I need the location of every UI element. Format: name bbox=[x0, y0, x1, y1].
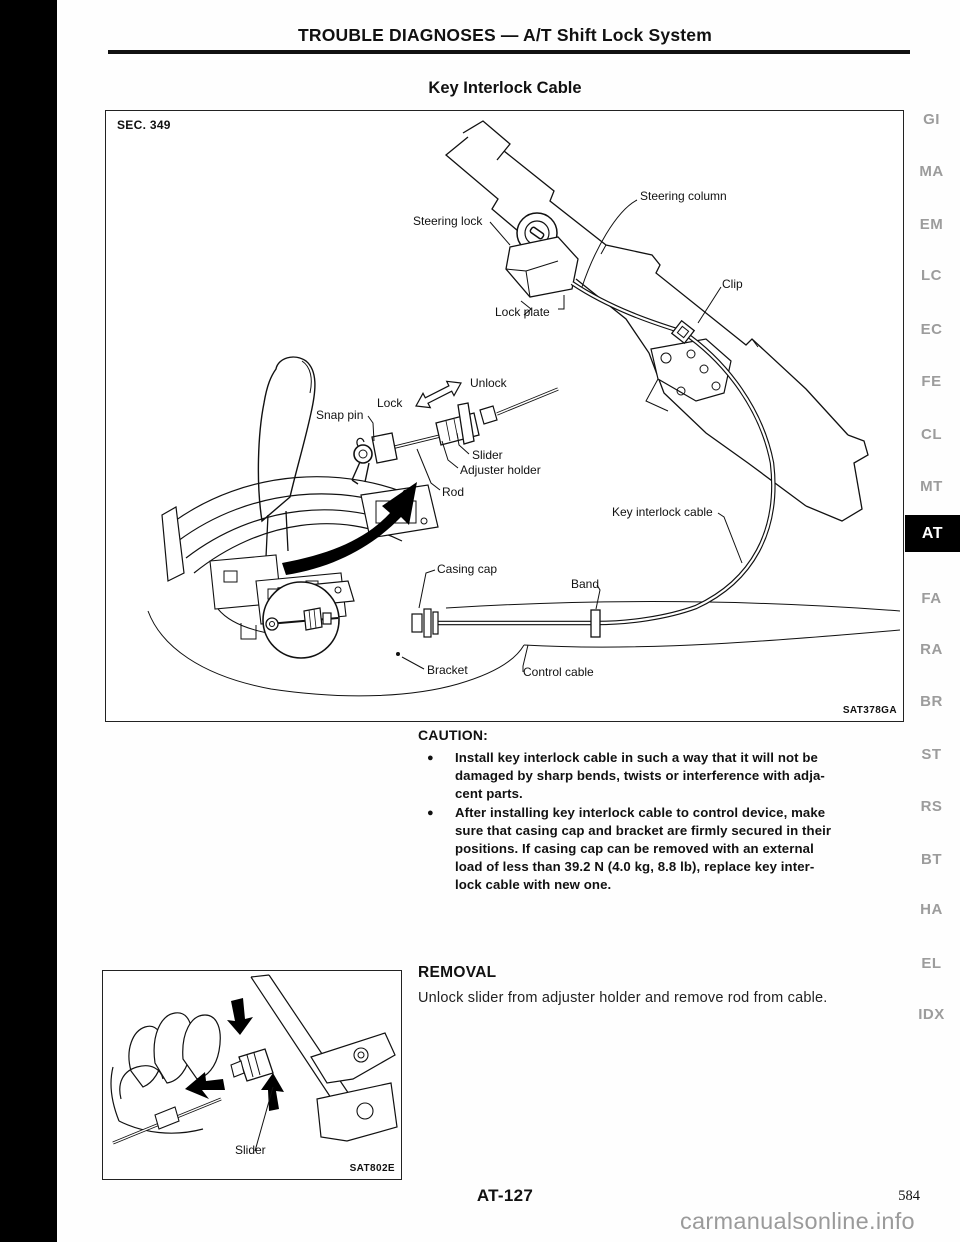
leader-lines bbox=[367, 199, 743, 672]
watermark-text: carmanualsonline.info bbox=[680, 1208, 915, 1234]
figure-ref-code: SAT378GA bbox=[842, 705, 897, 716]
label-slider: Slider bbox=[472, 448, 503, 462]
scan-edge-shadow bbox=[0, 0, 57, 1242]
sidebar-item-idx: IDX bbox=[918, 1006, 945, 1023]
bullet-icon: ● bbox=[427, 752, 434, 764]
lock-unlock-arrow-icon bbox=[415, 380, 462, 409]
sidebar-item-br: BR bbox=[920, 693, 943, 710]
rod-assembly-drawing bbox=[351, 387, 559, 485]
key-interlock-cable-path bbox=[436, 281, 776, 626]
page-footer-code: AT-127 bbox=[476, 1186, 534, 1205]
hand-drawing bbox=[110, 1012, 221, 1134]
caution-line: lock cable with new one. bbox=[455, 877, 612, 893]
sidebar-item-fe: FE bbox=[921, 373, 942, 390]
removal-section: REMOVAL Unlock slider from adjuster hold… bbox=[418, 964, 918, 1006]
label-control-cable: Control cable bbox=[523, 665, 594, 679]
label-steering-column: Steering column bbox=[640, 189, 727, 203]
label-lock-plate: Lock plate bbox=[495, 305, 550, 319]
sidebar-item-rs: RS bbox=[920, 798, 943, 815]
sidebar-item-ha: HA bbox=[920, 901, 943, 918]
sidebar-item-fa: FA bbox=[921, 590, 942, 607]
caution-bullet-1: ● Install key interlock cable in such a … bbox=[418, 749, 918, 804]
cable-slider-drawing bbox=[112, 1048, 274, 1145]
sidebar-item-ec: EC bbox=[920, 321, 943, 338]
sidebar-item-st: ST bbox=[921, 746, 942, 763]
label-removal-slider: Slider bbox=[235, 1143, 266, 1157]
slider-removal-diagram bbox=[110, 974, 398, 1152]
label-band: Band bbox=[571, 577, 600, 591]
sidebar-item-gi: GI bbox=[923, 111, 940, 128]
clip-drawing bbox=[670, 319, 696, 345]
bullet-icon: ● bbox=[427, 806, 434, 819]
sidebar-item-em: EM bbox=[919, 216, 944, 233]
section-index-sidebar: GI MA EM LC EC FE CL MT AT FA RA BR ST R… bbox=[903, 0, 960, 1242]
figure-ref-code: SAT802E bbox=[349, 1163, 395, 1174]
bracket-point-dot bbox=[396, 652, 400, 656]
label-casing-cap: Casing cap bbox=[437, 562, 498, 576]
figure-slider-removal: Slider SAT802E bbox=[102, 970, 402, 1180]
label-rod: Rod bbox=[442, 485, 465, 499]
sidebar-item-bt: BT bbox=[921, 851, 942, 868]
label-steering-lock: Steering lock bbox=[413, 214, 483, 228]
steering-lock-drawing bbox=[505, 212, 579, 316]
sidebar-item-cl: CL bbox=[921, 426, 942, 443]
caution-line: load of less than 39.2 N (4.0 kg, 8.8 lb… bbox=[455, 859, 815, 875]
caution-bullet-2: ● After installing key interlock cable t… bbox=[418, 804, 918, 895]
caution-line: Install key interlock cable in such a wa… bbox=[455, 750, 818, 765]
page-header-title: TROUBLE DIAGNOSES — A/T Shift Lock Syste… bbox=[298, 25, 712, 45]
removal-heading: REMOVAL bbox=[418, 964, 497, 981]
band-drawing bbox=[590, 609, 601, 638]
sidebar-item-lc: LC bbox=[921, 267, 942, 284]
sidebar-item-ra: RA bbox=[920, 641, 943, 658]
label-lock: Lock bbox=[377, 396, 403, 410]
caution-line: After installing key interlock cable to … bbox=[455, 804, 826, 820]
slider-leader-line bbox=[254, 1086, 274, 1152]
label-snap-pin: Snap pin bbox=[316, 408, 364, 422]
push-arrow-icons bbox=[185, 998, 284, 1111]
sidebar-item-at-active: AT bbox=[905, 515, 960, 552]
console-floor-lines bbox=[147, 601, 900, 697]
caution-line: damaged by sharp bends, twists or interf… bbox=[455, 768, 825, 784]
label-unlock: Unlock bbox=[470, 376, 507, 390]
caution-heading: CAUTION: bbox=[418, 727, 489, 743]
frame-bracket-drawing bbox=[250, 974, 398, 1142]
label-key-interlock-cable: Key interlock cable bbox=[612, 505, 713, 519]
removal-body: Unlock slider from adjuster holder and r… bbox=[418, 990, 828, 1006]
magnified-cable-end-detail bbox=[262, 580, 355, 659]
steering-column-drawing bbox=[444, 120, 869, 522]
black-arrow-icon bbox=[282, 482, 417, 575]
header-rule bbox=[108, 50, 910, 54]
caution-block: CAUTION: ● Install key interlock cable i… bbox=[418, 726, 918, 895]
sidebar-item-mt: MT bbox=[920, 478, 943, 495]
label-clip: Clip bbox=[722, 277, 743, 291]
casing-cap-drawing bbox=[411, 608, 439, 638]
section-title: Key Interlock Cable bbox=[428, 79, 582, 97]
sidebar-item-ma: MA bbox=[919, 163, 944, 180]
caution-line: positions. If casing cap can be removed … bbox=[455, 841, 814, 857]
page-number: 584 bbox=[898, 1188, 920, 1204]
label-adjuster-holder: Adjuster holder bbox=[460, 463, 541, 477]
figure-key-interlock-cable: SEC. 349 Steering lock Steering column C… bbox=[105, 110, 904, 722]
label-bracket: Bracket bbox=[427, 663, 468, 677]
caution-line: cent parts. bbox=[455, 786, 523, 802]
key-interlock-cable-diagram bbox=[147, 120, 900, 697]
caution-line: sure that casing cap and bracket are fir… bbox=[455, 822, 832, 838]
sec-number-label: SEC. 349 bbox=[117, 118, 171, 132]
sidebar-item-el: EL bbox=[921, 955, 942, 972]
